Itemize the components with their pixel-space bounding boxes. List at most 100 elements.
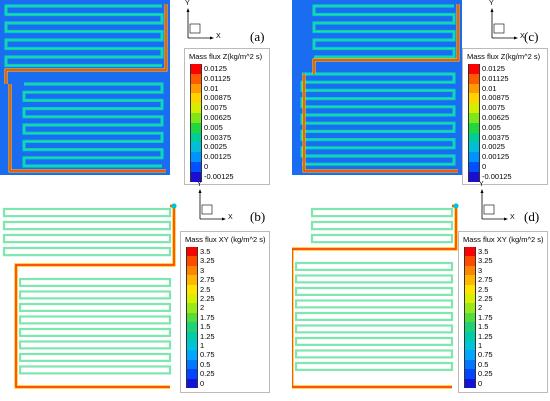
legend-swatch [190,73,202,84]
legend-tick-label: -0.00125 [204,171,234,181]
legend-swatch [186,350,198,360]
legend-swatch [186,331,198,341]
legend-swatch [468,73,480,84]
legend-swatch [468,162,480,172]
legend-title: Mass flux Z(kg/m^2 s) [189,52,263,61]
legend-swatch [468,103,480,113]
legend-tick-label: 1.5 [478,322,489,332]
legend-swatch [464,303,476,313]
y-axis-label: Y [489,0,494,7]
legend-tick-label: 1 [478,341,483,350]
legend-swatch [464,322,476,332]
legend-tick-label: 0.25 [200,369,215,379]
legend-tick-label: 0.0075 [482,103,505,113]
legend-tick-label: 1.25 [200,331,215,341]
legend-swatch [464,359,476,370]
legend-tick-label: 0 [204,162,209,171]
legend-tick-label: 0.5 [200,359,211,369]
legend-swatch [190,83,202,94]
coordinate-axes-a: Y X [178,0,221,44]
legend-tick-label: 0 [478,378,483,388]
legend-tick-label: 2.5 [478,284,489,294]
x-axis-label: X [510,214,515,221]
legend-tick-label: 2.25 [478,294,493,303]
legend-swatch [186,275,198,285]
legend-swatch [464,247,476,257]
legend-swatch [190,132,202,143]
legend-tick-label: -0.00125 [482,171,512,181]
legend-swatch [186,359,198,370]
y-axis-label: Y [185,0,190,7]
y-axis-label: Y [479,181,484,188]
legend-tick-label: 2.25 [200,294,215,303]
panel-label: (c) [524,29,539,44]
legend-swatch [186,378,198,388]
legend-tick-label: 0.00875 [204,93,232,103]
legend-tick-label: 3 [478,265,483,275]
legend-tick-label: 3.25 [478,256,493,266]
legend-tick-label: 3.5 [478,247,489,256]
legend-swatch [186,312,198,323]
legend-swatch [186,369,198,379]
legend-swatch [464,350,476,360]
legend-tick-label: 3 [200,265,205,275]
legend-tick-label: 1 [200,341,205,350]
legend-tick-label: 0.0125 [204,64,227,73]
legend-swatch [464,265,476,276]
legend-tick-label: 0.00625 [204,113,232,122]
legend-tick-label: 0.75 [478,350,493,360]
legend-swatch [468,83,480,94]
legend-tick-label: 0.0025 [204,142,227,152]
legend-title: Mass flux XY (kg/m^2 s) [463,235,544,244]
legend-tick-label: 0 [482,162,487,171]
legend-tick-label: 1.75 [200,312,215,322]
legend-swatch [190,103,202,113]
legend-swatch [186,303,198,313]
legend-title: Mass flux Z(kg/m^2 s) [467,52,541,61]
legend-swatch [464,341,476,351]
legend-swatch [468,93,480,104]
legend-swatch [464,275,476,285]
legend-tick-label: 0.00375 [482,132,510,142]
legend-swatch [468,152,480,162]
coordinate-axes-c: Y X [482,0,525,44]
legend-swatch [186,341,198,351]
mass-flux-z-field-a [0,0,170,175]
mass-flux-xy-field-d [292,203,459,389]
legend-tick-label: 0.00125 [482,152,510,162]
legend-swatch [186,265,198,276]
legend-tick-label: 2 [478,303,483,313]
legend-swatch [190,152,202,162]
coordinate-axes-d: Y X [472,181,515,225]
legend-tick-label: 0.00125 [204,152,232,162]
legend-swatch [186,247,198,257]
legend-tick-label: 0.005 [204,122,223,132]
legend-swatch [186,294,198,304]
legend-swatch [464,294,476,304]
x-axis-label: X [216,33,221,40]
legend-swatch [468,122,480,133]
legend-swatch [464,312,476,323]
panel-label: (a) [250,29,265,44]
legend-swatch [468,64,480,74]
legend-swatch [464,369,476,379]
legend-tick-label: 3.25 [200,256,215,266]
legend-swatch [190,171,202,182]
legend-tick-label: 1.25 [478,331,493,341]
legend-tick-label: 3.5 [200,247,211,256]
legend-tick-label: 0.5 [478,359,489,369]
legend-swatch [464,256,476,266]
legend-tick-label: 1.75 [478,312,493,322]
legend-swatch [468,113,480,123]
legend-swatch [190,93,202,104]
legend-tick-label: 0.01 [204,83,219,93]
y-axis-label: Y [197,181,202,188]
legend-swatch [190,113,202,123]
legend-tick-label: 2.5 [200,284,211,294]
panel-label: (d) [524,209,540,224]
